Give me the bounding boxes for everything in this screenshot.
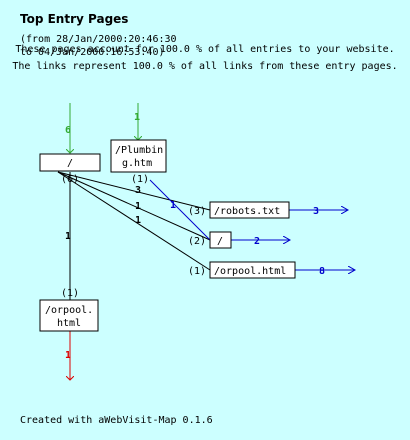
date-range-from: (from 28/Jan/2000:20:46:30 (20, 34, 177, 45)
label-root-slash2: 1 (135, 201, 141, 212)
out-label-robots: 3 (313, 206, 319, 217)
page-title: Top Entry Pages (20, 12, 129, 26)
node-root-count: (6) (61, 174, 79, 185)
out-label-orpool: 8 (319, 266, 325, 277)
summary-entries: These pages account for 100.0 % of all e… (15, 44, 395, 55)
link-plumbing-slash2 (149, 179, 211, 241)
node-orpool-b-label-2: html (57, 318, 81, 329)
summary-links: The links represent 100.0 % of all links… (12, 61, 398, 72)
node-orpool[interactable]: /orpool.html (209, 261, 296, 279)
entry-label-root: 6 (65, 125, 71, 136)
link-root-robots (57, 171, 211, 211)
node-robots[interactable]: /robots.txt (209, 201, 290, 219)
exit-label-orpool-b: 1 (65, 350, 71, 361)
node-slash2-count: (2) (188, 236, 206, 247)
label-root-orpool-b: 1 (65, 231, 71, 242)
node-orpool-b-label-1: /orpool. (45, 305, 93, 316)
node-orpool-label: /orpool.html (214, 266, 286, 277)
label-root-robots: 3 (135, 185, 141, 196)
link-root-slash2 (57, 171, 211, 241)
node-plumbing-count: (1) (131, 174, 149, 185)
node-plumbing-label-2: g.htm (122, 158, 152, 169)
node-robots-label: /robots.txt (214, 206, 280, 217)
node-root[interactable]: / (39, 153, 101, 172)
node-slash2-label: / (217, 236, 223, 247)
node-robots-count: (3) (188, 206, 206, 217)
node-root-label: / (67, 158, 73, 169)
label-plumbing-slash2: 1 (170, 200, 176, 211)
node-plumbing[interactable]: /Plumbin g.htm (110, 139, 167, 173)
node-plumbing-label-1: /Plumbin (115, 145, 163, 156)
date-range-to: to 04/Jan/2000:16:53:40) (20, 47, 165, 58)
link-root-orpool (57, 171, 211, 271)
out-label-slash2: 2 (254, 236, 260, 247)
node-slash2[interactable]: / (209, 231, 232, 249)
node-orpool-count: (1) (188, 266, 206, 277)
footer-credit: Created with aWebVisit-Map 0.1.6 (20, 415, 213, 426)
node-orpool-b-count: (1) (61, 288, 79, 299)
label-root-orpool: 1 (135, 215, 141, 226)
entry-label-plumbing: 1 (134, 112, 140, 123)
node-orpool-b[interactable]: /orpool. html (39, 299, 99, 332)
